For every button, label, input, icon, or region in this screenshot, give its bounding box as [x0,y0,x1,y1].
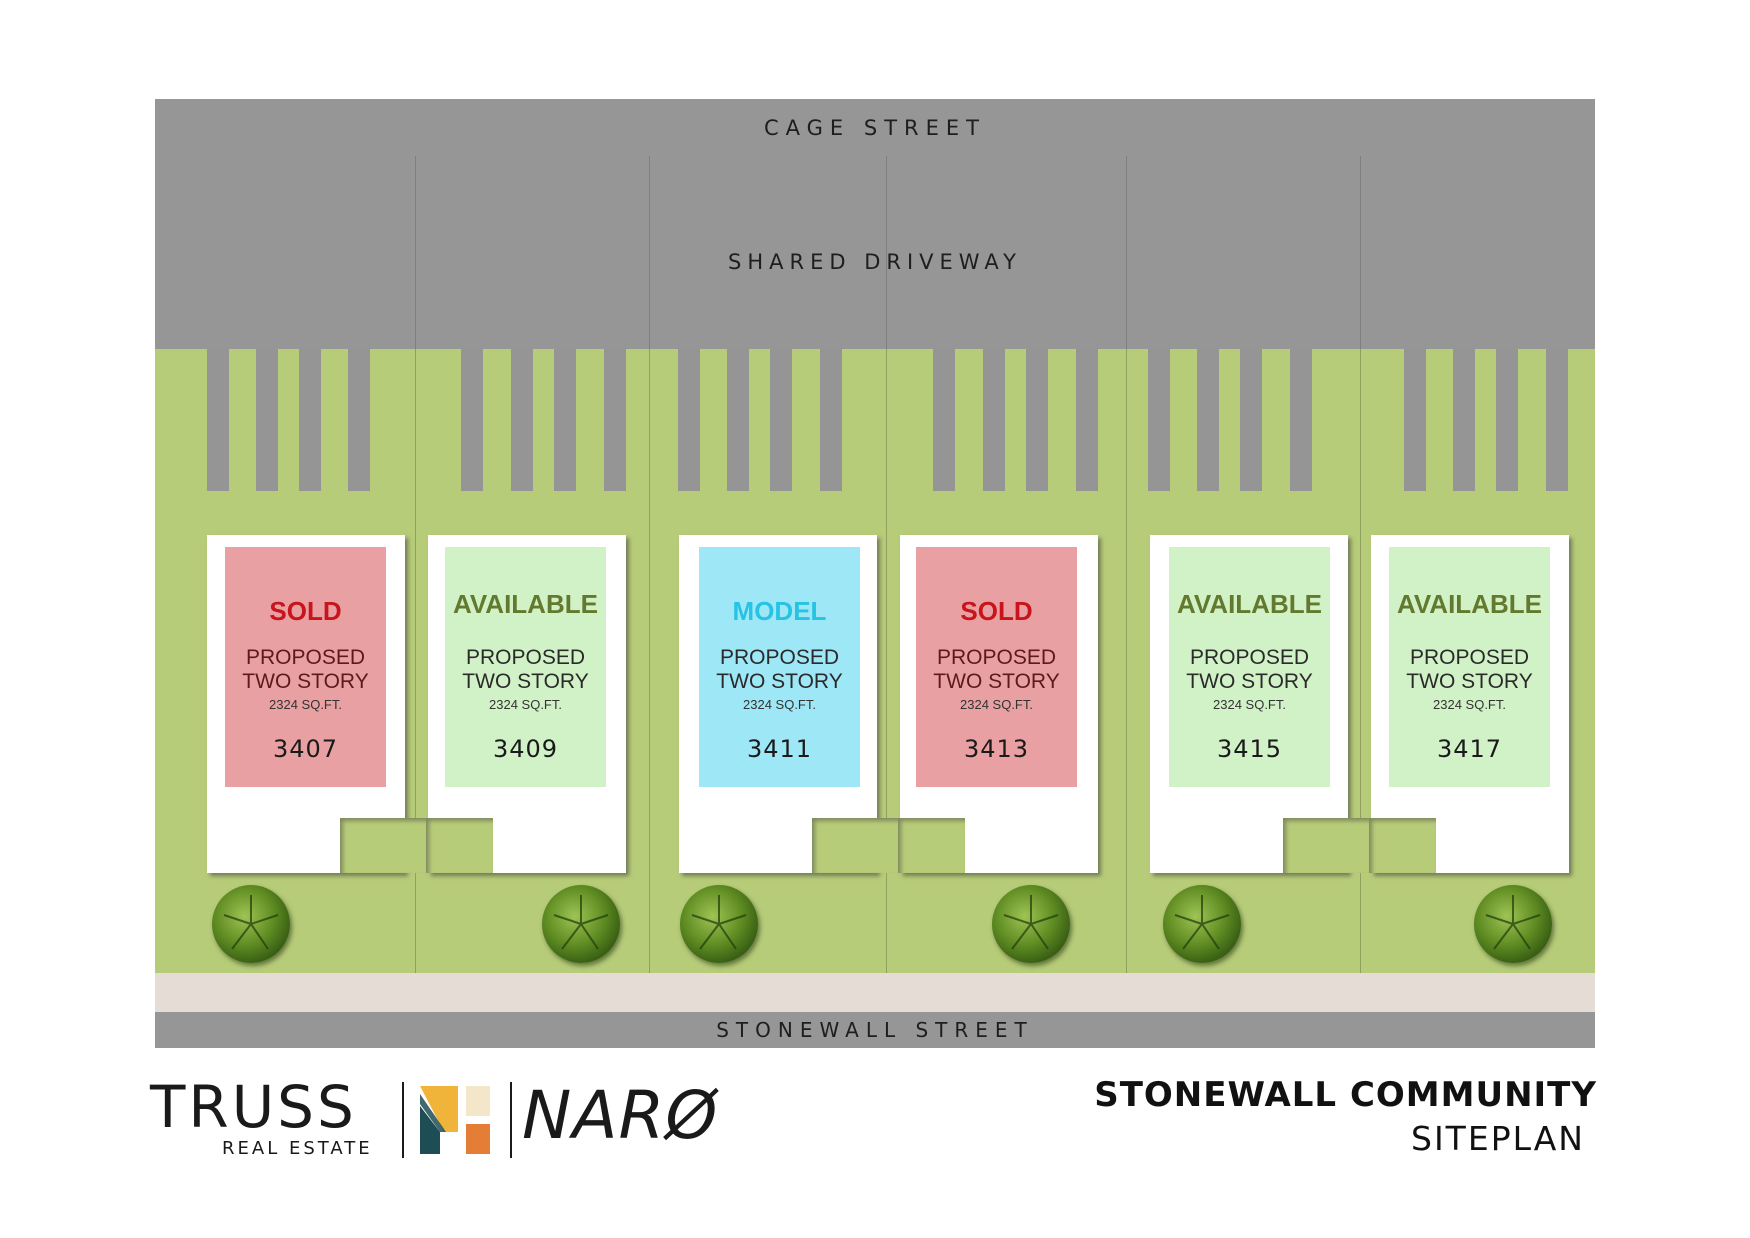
unit-status: SOLD [960,596,1033,626]
unit-proposed: PROPOSED [936,646,1057,669]
lot-divider [415,156,416,349]
unit-3407[interactable]: SOLD PROPOSED TWO STORY 2324 SQ.FT. 3407 [225,547,386,787]
tree-icon [680,885,758,963]
stonewall-street: STONEWALL STREET [155,1012,1595,1048]
unit-proposed: PROPOSED [245,646,366,669]
parking-stall [727,349,749,491]
unit-3415[interactable]: AVAILABLE PROPOSED TWO STORY 2324 SQ.FT.… [1169,547,1330,787]
unit-status: AVAILABLE [1177,589,1322,619]
parking-stall [1496,349,1518,491]
n-logo-icon [420,1086,492,1159]
parking-stall [1026,349,1048,491]
parking-stall [207,349,229,491]
sidewalk [155,973,1595,1012]
parking-stall [461,349,483,491]
unit-status: AVAILABLE [1397,589,1542,619]
stonewall-street-label: STONEWALL STREET [716,1018,1034,1042]
parking-stall [1240,349,1262,491]
unit-sqft: 2324 SQ.FT. [1433,697,1506,712]
shared-driveway-label: SHARED DRIVEWAY [728,250,1022,274]
lot-divider [649,156,650,349]
unit-sqft: 2324 SQ.FT. [489,697,562,712]
truss-subtitle: REAL ESTATE [222,1138,373,1159]
site-plan: CAGE STREET SHARED DRIVEWAY [155,99,1595,1048]
unit-sqft: 2324 SQ.FT. [743,697,816,712]
parking-stall [1546,349,1568,491]
unit-3409[interactable]: AVAILABLE PROPOSED TWO STORY 2324 SQ.FT.… [445,547,606,787]
tree-icon [992,885,1070,963]
tree-icon [1163,885,1241,963]
cage-street: CAGE STREET [155,99,1595,156]
parking-stall [554,349,576,491]
unit-sqft: 2324 SQ.FT. [269,697,342,712]
lot-divider [886,156,887,349]
parking-stall [256,349,278,491]
tree-icon [1474,885,1552,963]
parking-stall [348,349,370,491]
parking-stall [933,349,955,491]
unit-status: MODEL [732,596,827,626]
parking-stall [1290,349,1312,491]
unit-sqft: 2324 SQ.FT. [960,697,1033,712]
plan-title-block: STONEWALL COMMUNITY SITEPLAN [1094,1075,1597,1158]
unit-number: 3407 [272,735,339,763]
parking-stall [511,349,533,491]
tree-icon [212,885,290,963]
lot-divider [1126,156,1127,349]
unit-story: TWO STORY [933,670,1060,693]
unit-proposed: PROPOSED [465,646,586,669]
lot-divider [1126,349,1127,973]
parking-stall [604,349,626,491]
unit-proposed: PROPOSED [719,646,840,669]
tree-icon [542,885,620,963]
plan-subtitle: SITEPLAN [1411,1119,1585,1158]
parking-stall [299,349,321,491]
parking-stall [1197,349,1219,491]
cage-street-label: CAGE STREET [764,115,986,140]
unit-story: TWO STORY [716,670,843,693]
plan-title: STONEWALL COMMUNITY [1094,1075,1597,1115]
lot-divider [649,349,650,973]
unit-3413[interactable]: SOLD PROPOSED TWO STORY 2324 SQ.FT. 3413 [916,547,1077,787]
lot-divider [415,349,416,973]
unit-story: TWO STORY [1406,670,1533,693]
unit-number: 3409 [492,735,559,763]
parking-stall [1404,349,1426,491]
unit-number: 3411 [746,735,813,763]
logo-divider [510,1082,512,1158]
unit-number: 3417 [1436,735,1503,763]
naro-logo: NARØ [522,1077,719,1154]
parking-stall [1148,349,1170,491]
shared-driveway: SHARED DRIVEWAY [155,156,1595,349]
unit-3411[interactable]: MODEL PROPOSED TWO STORY 2324 SQ.FT. 341… [699,547,860,787]
unit-status: AVAILABLE [453,589,598,619]
parking-stall [1076,349,1098,491]
parking-stall [983,349,1005,491]
truss-logo: TRUSS [150,1073,357,1141]
unit-sqft: 2324 SQ.FT. [1213,697,1286,712]
lot-divider [1360,349,1361,973]
unit-proposed: PROPOSED [1189,646,1310,669]
brand-logos: TRUSS REAL ESTATE NARØ [150,1073,770,1160]
logo-divider [402,1082,404,1158]
parking-stall [820,349,842,491]
unit-story: TWO STORY [242,670,369,693]
parking-stall [1453,349,1475,491]
unit-number: 3413 [963,735,1030,763]
unit-3417[interactable]: AVAILABLE PROPOSED TWO STORY 2324 SQ.FT.… [1389,547,1550,787]
unit-status: SOLD [269,596,342,626]
unit-story: TWO STORY [1186,670,1313,693]
parking-stall [678,349,700,491]
parking-stall [770,349,792,491]
lot-divider [1360,156,1361,349]
unit-story: TWO STORY [462,670,589,693]
unit-number: 3415 [1216,735,1283,763]
lot-divider [886,349,887,973]
unit-proposed: PROPOSED [1409,646,1530,669]
